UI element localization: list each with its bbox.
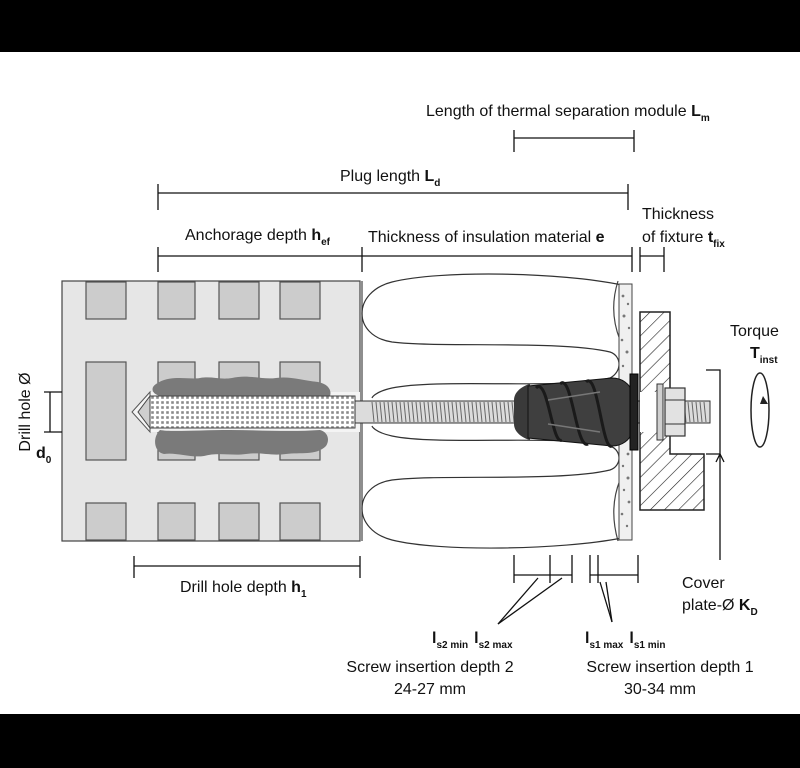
thread-tick <box>435 401 439 423</box>
thermal-separation-module <box>514 377 633 448</box>
thread-tick <box>443 401 447 423</box>
label-h1: Drill hole depth h1 <box>180 579 307 600</box>
label-tinst: Tinst <box>750 345 778 366</box>
thread-tick <box>691 401 695 423</box>
cover-plate <box>629 373 639 451</box>
thread-tick <box>483 401 487 423</box>
thread-tick <box>447 401 451 423</box>
label-d0: d0 <box>36 445 52 466</box>
thread-tick <box>423 401 427 423</box>
plug-sleeve <box>137 394 356 430</box>
thread-tick <box>495 401 499 423</box>
thread-tick <box>475 401 479 423</box>
thread-tick <box>379 401 383 423</box>
dimension-h1 <box>133 556 361 578</box>
dimension-lm <box>513 130 635 152</box>
dimension-ls2 <box>497 555 573 625</box>
thread-tick <box>387 401 391 423</box>
label-tfix-line1: Thickness <box>642 206 714 223</box>
label-drill-diameter: Drill hole Ø <box>17 372 34 451</box>
thread-tick <box>695 401 699 423</box>
thread-tick <box>487 401 491 423</box>
thread-tick <box>463 401 467 423</box>
label-tfix: of fixture tfix <box>642 229 725 250</box>
thread-tick <box>471 401 475 423</box>
thread-tick <box>703 401 707 423</box>
dimension-ls1 <box>589 555 639 623</box>
thread-tick <box>499 401 503 423</box>
thread-tick <box>455 401 459 423</box>
thread-tick <box>687 401 691 423</box>
thread-tick <box>391 401 395 423</box>
mortar-fill <box>152 376 331 457</box>
thread-tick <box>459 401 463 423</box>
thread-tick <box>699 401 703 423</box>
label-sid2-title: Screw insertion depth 2 <box>346 659 513 676</box>
thread-tick <box>507 401 511 423</box>
thread-tick <box>399 401 403 423</box>
thread-tick <box>491 401 495 423</box>
dimension-tfix <box>639 247 665 272</box>
thread-tick <box>451 401 455 423</box>
thread-tick <box>407 401 411 423</box>
nut-washer <box>656 383 686 441</box>
thread-tick <box>427 401 431 423</box>
label-sid1-range: 30-34 mm <box>624 681 696 698</box>
label-cover-line1: Cover <box>682 575 725 592</box>
label-lm: Length of thermal separation module Lm <box>426 103 710 124</box>
dimension-ld <box>157 184 629 210</box>
label-hef: Anchorage depth hef <box>185 227 331 248</box>
label-ld: Plug length Ld <box>340 168 440 189</box>
thread-tick <box>503 401 507 423</box>
label-kd: plate-Ø KD <box>682 597 758 618</box>
thread-tick <box>411 401 415 423</box>
thread-tick <box>403 401 407 423</box>
thread-tick <box>511 401 515 423</box>
thread-tick <box>439 401 443 423</box>
thread-tick <box>371 401 375 423</box>
thread-tick <box>419 401 423 423</box>
thread-tick <box>395 401 399 423</box>
thread-tick <box>431 401 435 423</box>
dimension-hef-e <box>157 247 633 272</box>
rotation-arrow-icon <box>760 396 768 404</box>
torque-indicator <box>706 369 770 455</box>
label-torque: Torque <box>730 323 779 340</box>
thread-tick <box>375 401 379 423</box>
label-sid2-range: 24-27 mm <box>394 681 466 698</box>
dimension-kd <box>715 452 725 560</box>
thread-tick <box>383 401 387 423</box>
dimension-d0 <box>44 391 62 433</box>
thread-tick <box>479 401 483 423</box>
thread-tick <box>467 401 471 423</box>
thread-tick <box>415 401 419 423</box>
label-e: Thickness of insulation material e <box>368 229 605 246</box>
label-sid1-title: Screw insertion depth 1 <box>586 659 753 676</box>
